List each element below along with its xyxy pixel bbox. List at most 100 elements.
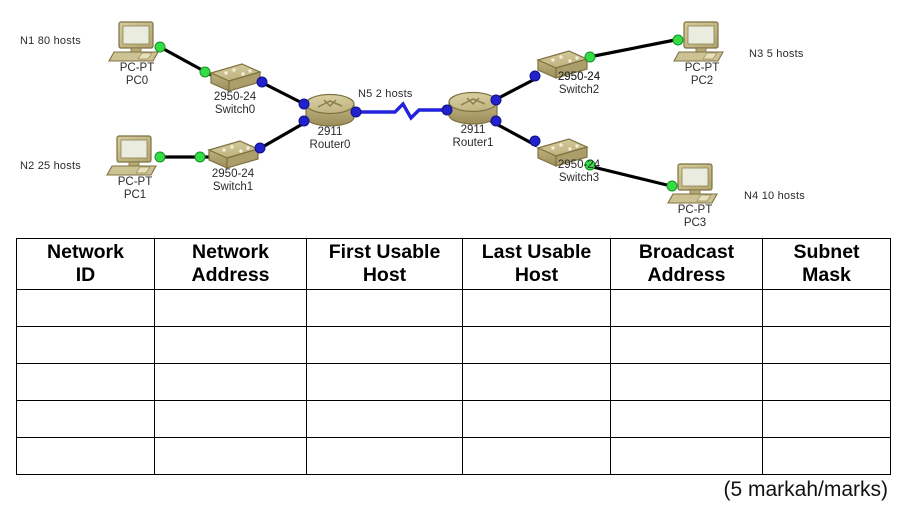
network-topology-diagram: N1 80 hosts N2 25 hosts N3 5 hosts N4 10… <box>0 0 902 230</box>
cell-first-usable-host[interactable] <box>306 289 463 327</box>
cell-network-id[interactable] <box>16 363 155 401</box>
status-dot-switch1-fa1 <box>194 151 206 163</box>
pc2-icon[interactable] <box>673 21 724 62</box>
cell-subnet-mask[interactable] <box>762 400 891 438</box>
marks-note: (5 markah/marks) <box>723 478 888 501</box>
status-dot-router1-g1 <box>490 115 502 127</box>
switch3-icon[interactable] <box>536 138 589 167</box>
cell-subnet-mask[interactable] <box>762 289 891 327</box>
router0-icon[interactable] <box>305 93 355 127</box>
cell-network-address[interactable] <box>154 326 307 364</box>
cell-network-id[interactable] <box>16 289 155 327</box>
pc3-icon[interactable] <box>667 163 718 204</box>
link-switch3-pc3 <box>588 164 672 188</box>
table-header-row: Network ID Network Address First Usable … <box>16 238 891 290</box>
device-model-switch1: 2950-24 <box>211 168 255 180</box>
device-model-pc3: PC-PT <box>677 204 713 216</box>
header-line-1: Subnet <box>793 241 860 263</box>
cell-broadcast-address[interactable] <box>610 326 763 364</box>
link-router0-router1-serial <box>354 101 449 121</box>
cell-first-usable-host[interactable] <box>306 326 463 364</box>
column-header-network-address: Network Address <box>154 238 307 290</box>
cell-broadcast-address[interactable] <box>610 400 763 438</box>
cell-network-id[interactable] <box>16 326 155 364</box>
header-line-2: ID <box>75 264 96 286</box>
status-dot-switch3-uplink <box>529 135 541 147</box>
cell-network-address[interactable] <box>154 400 307 438</box>
pc1-icon[interactable] <box>106 135 157 176</box>
device-label-router0: 2911 Router0 <box>292 126 368 152</box>
status-dot-pc1 <box>154 151 166 163</box>
status-dot-switch0-uplink <box>256 76 268 88</box>
cell-broadcast-address[interactable] <box>610 437 763 475</box>
column-header-broadcast-address: Broadcast Address <box>610 238 763 290</box>
device-model-pc0: PC-PT <box>119 62 155 74</box>
cell-last-usable-host[interactable] <box>462 437 611 475</box>
cell-network-address[interactable] <box>154 437 307 475</box>
cell-first-usable-host[interactable] <box>306 437 463 475</box>
column-header-network-id: Network ID <box>16 238 155 290</box>
device-model-router0: 2911 <box>317 126 343 138</box>
table-row <box>16 437 891 475</box>
device-label-switch2-text: 2950-24 Switch2 <box>536 71 622 97</box>
status-dot-switch0-fa1 <box>199 66 211 78</box>
header-line-2: Mask <box>802 264 851 286</box>
device-name-router0: Router0 <box>309 139 351 151</box>
cell-last-usable-host[interactable] <box>462 363 611 401</box>
cell-first-usable-host[interactable] <box>306 363 463 401</box>
link-switch2-pc2 <box>588 38 676 59</box>
cell-network-address[interactable] <box>154 289 307 327</box>
header-line-1: First Usable <box>328 241 441 263</box>
status-dot-pc2 <box>672 34 684 46</box>
device-name-pc0: PC0 <box>125 75 149 87</box>
header-line-1: Broadcast <box>638 241 735 263</box>
network-label-n2: N2 25 hosts <box>20 160 81 172</box>
subnet-worksheet-table: Network ID Network Address First Usable … <box>16 238 891 475</box>
header-line-2: Host <box>514 264 559 286</box>
network-label-n3: N3 5 hosts <box>749 48 804 60</box>
device-label-pc2: PC-PT PC2 <box>662 62 742 88</box>
router1-icon[interactable] <box>448 91 498 125</box>
device-name-pc1: PC1 <box>123 189 147 201</box>
switch1-icon[interactable] <box>207 140 260 169</box>
device-name-switch2-line2: Switch2 <box>558 84 600 96</box>
cell-network-id[interactable] <box>16 437 155 475</box>
device-model-router1: 2911 <box>460 124 486 136</box>
switch0-icon[interactable] <box>209 63 262 92</box>
cell-broadcast-address[interactable] <box>610 289 763 327</box>
device-label-pc1: PC-PT PC1 <box>95 176 175 202</box>
device-model-pc1: PC-PT <box>117 176 153 188</box>
cell-broadcast-address[interactable] <box>610 363 763 401</box>
cell-first-usable-host[interactable] <box>306 400 463 438</box>
header-line-1: Network <box>192 241 269 263</box>
cell-last-usable-host[interactable] <box>462 326 611 364</box>
column-header-subnet-mask: Subnet Mask <box>762 238 891 290</box>
cell-subnet-mask[interactable] <box>762 326 891 364</box>
cell-network-id[interactable] <box>16 400 155 438</box>
cell-network-address[interactable] <box>154 363 307 401</box>
device-name-switch3: Switch3 <box>558 172 600 184</box>
device-label-pc3: PC-PT PC3 <box>655 204 735 230</box>
device-name-switch0: Switch0 <box>214 104 256 116</box>
table-row <box>16 363 891 401</box>
table-row <box>16 326 891 364</box>
cell-subnet-mask[interactable] <box>762 363 891 401</box>
cell-last-usable-host[interactable] <box>462 400 611 438</box>
status-dot-switch2-fa1 <box>584 51 596 63</box>
device-name-router1: Router1 <box>452 137 494 149</box>
network-label-n5: N5 2 hosts <box>358 88 413 100</box>
status-dot-router0-g0 <box>298 98 310 110</box>
table-row <box>16 400 891 438</box>
status-dot-pc0 <box>154 41 166 53</box>
cell-subnet-mask[interactable] <box>762 437 891 475</box>
header-line-2: Address <box>647 264 726 286</box>
network-label-n1: N1 80 hosts <box>20 35 81 47</box>
device-name-pc2: PC2 <box>690 75 714 87</box>
device-label-switch2: 2950-24 Switch3 <box>536 71 622 97</box>
status-dot-pc3 <box>666 180 678 192</box>
pc0-icon[interactable] <box>108 21 159 62</box>
status-dot-router1-serial <box>441 104 453 116</box>
cell-last-usable-host[interactable] <box>462 289 611 327</box>
status-dot-router0-serial <box>350 106 362 118</box>
network-label-n4: N4 10 hosts <box>744 190 805 202</box>
